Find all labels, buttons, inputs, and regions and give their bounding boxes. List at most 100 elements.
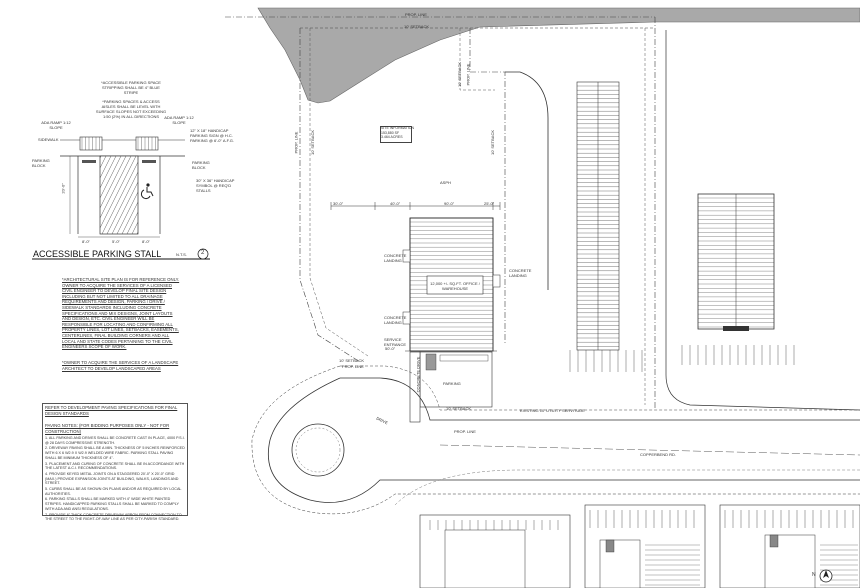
paving-note-item: 3. PLACEMENT AND CURING OF CONCRETE SHAL… bbox=[45, 461, 185, 471]
aisle-hatch-line bbox=[121, 201, 139, 235]
paving-note-item: 6. PARKING STALLS SHALL BE MARKED WITH 4… bbox=[45, 497, 179, 511]
paving-reference: REFER TO DEVELOPMENT PAVING SPECIFICATIO… bbox=[45, 405, 178, 416]
sign-note: 12" X 18" HANDICAP PARKING SIGN @ H.C. P… bbox=[190, 128, 234, 143]
service-entrance: SERVICE ENTRANCE bbox=[384, 337, 407, 347]
prop-line-mid-label: PROP. LINE bbox=[465, 63, 471, 86]
road-outer-edge bbox=[268, 377, 860, 503]
dim-d: 25'-0" bbox=[484, 201, 495, 206]
prop-line-bottom-label: PROP. LINE bbox=[342, 364, 364, 369]
site-info-acres: 3.464 ACRES bbox=[381, 135, 403, 139]
aisle-hatch-line bbox=[126, 211, 139, 235]
aisle-hatch-line bbox=[101, 161, 139, 235]
aisle-hatch-line bbox=[111, 181, 139, 235]
north-arrow-icon bbox=[823, 570, 829, 578]
paving-note-item: 4. PROVIDE KEYED METAL JOINTS ON A STAGG… bbox=[45, 471, 179, 486]
curb-line-center bbox=[505, 71, 549, 290]
bottom-lot-stalls bbox=[429, 510, 858, 586]
north-arrow-label: N bbox=[812, 572, 816, 578]
prop-line-left-label: PROP. LINE bbox=[293, 131, 299, 154]
neighbor-lot-hatch bbox=[257, 7, 860, 104]
ramp-hatching bbox=[81, 137, 156, 150]
landscape-note: *OWNER TO ACQUIRE THE SERVICES OF A LAND… bbox=[62, 360, 179, 371]
paving-notes-list: 1. ALL PARKING AND DRIVES SHALL BE CONCR… bbox=[45, 436, 185, 523]
symbol-note: 30" X 36" HANDICAP SYMBOL @ REQ'D STALLS bbox=[196, 178, 235, 193]
landing-3 bbox=[492, 274, 501, 288]
handicap-symbol-icon bbox=[140, 183, 154, 200]
road-top-edge-2 bbox=[340, 365, 860, 411]
building-label: 12,000 +/- SQ.FT. OFFICE / WAREHOUSE bbox=[430, 281, 480, 291]
road-inner-edge bbox=[251, 365, 860, 515]
bottom-lot-1-building bbox=[444, 529, 526, 588]
prop-line-top-label: PROP. LINE bbox=[405, 12, 427, 17]
paving-notes-box bbox=[42, 403, 188, 516]
paving-note-item: 2. DRIVEWAY PAVING SHALL BE A MIN. THICK… bbox=[45, 446, 185, 460]
ada-ramp-left-label: ADA RAMP 1:12 SLOPE bbox=[41, 120, 71, 130]
parking-block-right-label: PARKING BLOCK bbox=[192, 160, 210, 170]
asphalt-label: ASPH bbox=[440, 180, 451, 185]
sidewalk-label: SIDEWALK bbox=[38, 137, 59, 142]
setback-boundary bbox=[309, 28, 369, 357]
right-building-stalls bbox=[681, 197, 795, 365]
accessible-stall-detail bbox=[32, 136, 210, 260]
detail-dim-mid: 5'-0" bbox=[112, 239, 120, 244]
concrete-drive-label: CONCRETE DRIVE bbox=[415, 356, 421, 393]
site-info-title: SITE INFORMATION bbox=[381, 126, 414, 130]
concrete-landing-1: CONCRETE LANDING bbox=[384, 253, 407, 263]
road-top-edge bbox=[340, 377, 860, 421]
paving-note-item: 1. ALL PARKING AND DRIVES SHALL BE CONCR… bbox=[45, 436, 185, 445]
setback-mid-label: 10' SETBACK bbox=[457, 62, 462, 87]
interior-lot-line bbox=[469, 28, 506, 345]
cul-de-sac-island bbox=[291, 423, 345, 477]
setback-right-label: 10' SETBACK bbox=[490, 130, 495, 155]
access-aisle-hatch bbox=[99, 155, 139, 235]
detail-dim-depth: 20'-0" bbox=[60, 183, 66, 194]
aisle-hatch-line bbox=[99, 155, 122, 199]
aisle-hatch-line bbox=[99, 155, 107, 169]
detail-number: 2 bbox=[201, 250, 205, 256]
dim-c: 90'-0" bbox=[444, 201, 455, 206]
parking-block-left bbox=[82, 160, 96, 163]
landing-1 bbox=[402, 249, 411, 263]
aisle-hatch-line bbox=[99, 155, 117, 189]
concrete-landing-2: CONCRETE LANDING bbox=[384, 315, 407, 325]
dim-e: 50'-0" bbox=[385, 346, 396, 351]
ada-ramp-left bbox=[79, 136, 103, 151]
bottom-lot-2-dock bbox=[605, 539, 615, 553]
road-south-edge bbox=[394, 469, 860, 506]
stripe-note: *ACCESSIBLE PARKING SPACE STRIPPING SHAL… bbox=[101, 80, 161, 95]
concrete-drive-strip bbox=[409, 351, 421, 423]
site-info-box bbox=[380, 126, 412, 143]
concrete-landing-3: CONCRETE LANDING bbox=[509, 268, 532, 278]
paving-note-item: 5. CURBS SHALL BE AS SHOWN ON PLANS AND/… bbox=[45, 487, 182, 496]
site-info-area: 153,880 SF bbox=[381, 130, 400, 135]
prop-line-cul-label: PROP. LINE bbox=[454, 429, 476, 434]
aisle-hatch-line bbox=[116, 191, 139, 235]
road-name: COPPERBEND RD. bbox=[640, 452, 677, 457]
architectural-note: *ARCHITECTURAL SITE PLAN IS FOR REFERENC… bbox=[62, 277, 180, 350]
accessible-stall bbox=[425, 353, 437, 371]
ada-ramp-right bbox=[135, 136, 159, 151]
aisle-hatch-line bbox=[99, 155, 132, 219]
paving-note-item: 7. PROVIDE 6" THICK CONCRETE DRIVEWAY AP… bbox=[45, 512, 182, 522]
slope-note: *PARKING SPACES & ACCESS AISLES SHALL BE… bbox=[95, 99, 167, 119]
property-boundary bbox=[299, 28, 361, 363]
access-aisle bbox=[99, 155, 139, 235]
dimension-ticks bbox=[330, 202, 501, 210]
setback-bottom-label: 10' SETBACK bbox=[339, 358, 364, 363]
dim-b: 40'-0" bbox=[390, 201, 401, 206]
cul-de-sac-island-inner bbox=[295, 427, 341, 473]
dim-a: 30'-0" bbox=[333, 201, 344, 206]
setback-left-label: 10' SETBACK bbox=[310, 130, 315, 155]
right-building-dock bbox=[723, 326, 749, 331]
detail-dim-left: 8'-0" bbox=[82, 239, 90, 244]
street-stalls bbox=[569, 350, 643, 372]
aisle-hatch-line bbox=[136, 231, 139, 235]
parking-label: PARKING bbox=[443, 381, 461, 386]
setback-building-label: 10' SETBACK bbox=[446, 406, 471, 411]
aisle-hatch-line bbox=[106, 171, 139, 235]
ada-ramp-right-label: ADA RAMP 1:12 SLOPE bbox=[164, 115, 194, 125]
detail-scale: N.T.S. bbox=[176, 252, 187, 257]
aisle-hatch-line bbox=[99, 155, 102, 159]
aisle-hatch-line bbox=[131, 221, 139, 235]
